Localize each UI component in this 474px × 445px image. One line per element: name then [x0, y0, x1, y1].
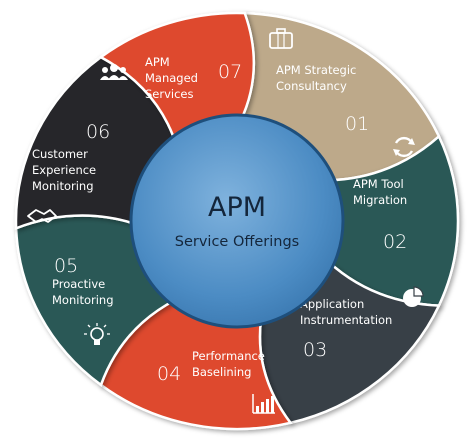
segment-title-07: APM: [145, 55, 170, 69]
segment-title-06: Experience: [32, 163, 96, 177]
segment-title-06: Customer: [32, 147, 88, 161]
segment-number-07: 07: [218, 61, 242, 83]
lightbulb-icon: [84, 323, 110, 345]
segment-number-04: 04: [157, 363, 181, 385]
center-circle: [129, 113, 345, 329]
segment-title-01: APM Strategic: [276, 63, 356, 77]
center-subtitle: Service Offerings: [175, 234, 299, 250]
team-icon: [100, 64, 128, 80]
segment-title-03: Application: [300, 297, 364, 311]
segment-title-05: Monitoring: [52, 293, 114, 307]
briefcase-icon: [269, 28, 293, 49]
segment-number-05: 05: [54, 255, 78, 277]
segment-number-02: 02: [383, 231, 407, 253]
segment-number-01: 01: [345, 113, 369, 135]
bar-chart-icon: [252, 394, 275, 414]
segment-title-01: Consultancy: [276, 79, 347, 93]
pie-chart-icon: [403, 286, 424, 307]
segment-title-04: Baselining: [192, 365, 251, 379]
segment-number-06: 06: [86, 121, 110, 143]
segment-title-02: APM Tool: [353, 177, 404, 191]
segment-title-07: Services: [145, 87, 194, 101]
segment-title-02: Migration: [353, 193, 407, 207]
cycle-arrows-icon: [393, 136, 415, 158]
segment-title-07: Managed: [145, 71, 198, 85]
segment-number-03: 03: [303, 339, 327, 361]
center-title: APM: [208, 192, 266, 223]
segment-title-06: Monitoring: [32, 179, 94, 193]
segment-title-04: Performance: [192, 349, 265, 363]
handshake-icon: [27, 209, 57, 223]
segment-title-03: Instrumentation: [300, 313, 392, 327]
segment-title-05: Proactive: [52, 277, 105, 291]
